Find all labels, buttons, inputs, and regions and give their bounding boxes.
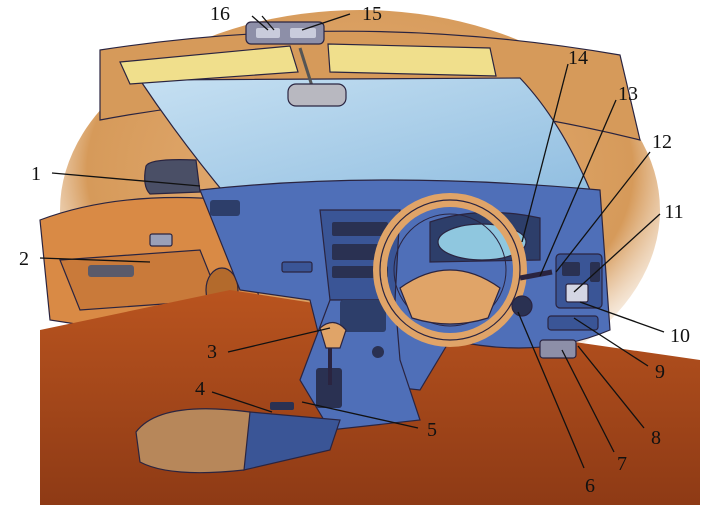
rear-view-mirror — [288, 84, 346, 106]
door-lock — [150, 234, 172, 246]
armrest — [136, 409, 255, 473]
callout-11: 11 — [664, 201, 683, 223]
glove-box-latch — [282, 262, 312, 272]
callout-3: 3 — [207, 341, 217, 363]
seat-heater-switches — [270, 402, 294, 410]
callout-16: 16 — [210, 3, 230, 25]
console-cubby — [340, 300, 386, 332]
callout-14: 14 — [568, 47, 588, 69]
fuse-box-cover — [540, 340, 576, 358]
ignition-switch — [512, 296, 532, 316]
dimmer-switch — [548, 316, 598, 330]
side-mirror — [145, 160, 200, 194]
callout-4: 4 — [195, 378, 205, 400]
callout-12: 12 — [652, 131, 672, 153]
cigarette-lighter — [372, 346, 384, 358]
headlight-leveling-dial — [566, 284, 588, 302]
callout-10: 10 — [670, 325, 690, 347]
center-vents — [332, 222, 388, 236]
callout-15: 15 — [362, 3, 382, 25]
callout-7: 7 — [617, 453, 627, 475]
callout-5: 5 — [427, 419, 437, 441]
callout-6: 6 — [585, 475, 595, 497]
sun-visor-right — [328, 44, 496, 76]
callout-8: 8 — [651, 427, 661, 449]
callout-9: 9 — [655, 361, 665, 383]
callout-1: 1 — [31, 163, 41, 185]
callout-2: 2 — [19, 248, 29, 270]
right-air-vent — [590, 262, 600, 282]
left-air-vent — [210, 200, 240, 216]
mirror-control-switch — [562, 262, 580, 276]
power-window-switch — [88, 265, 134, 277]
callout-13: 13 — [618, 83, 638, 105]
